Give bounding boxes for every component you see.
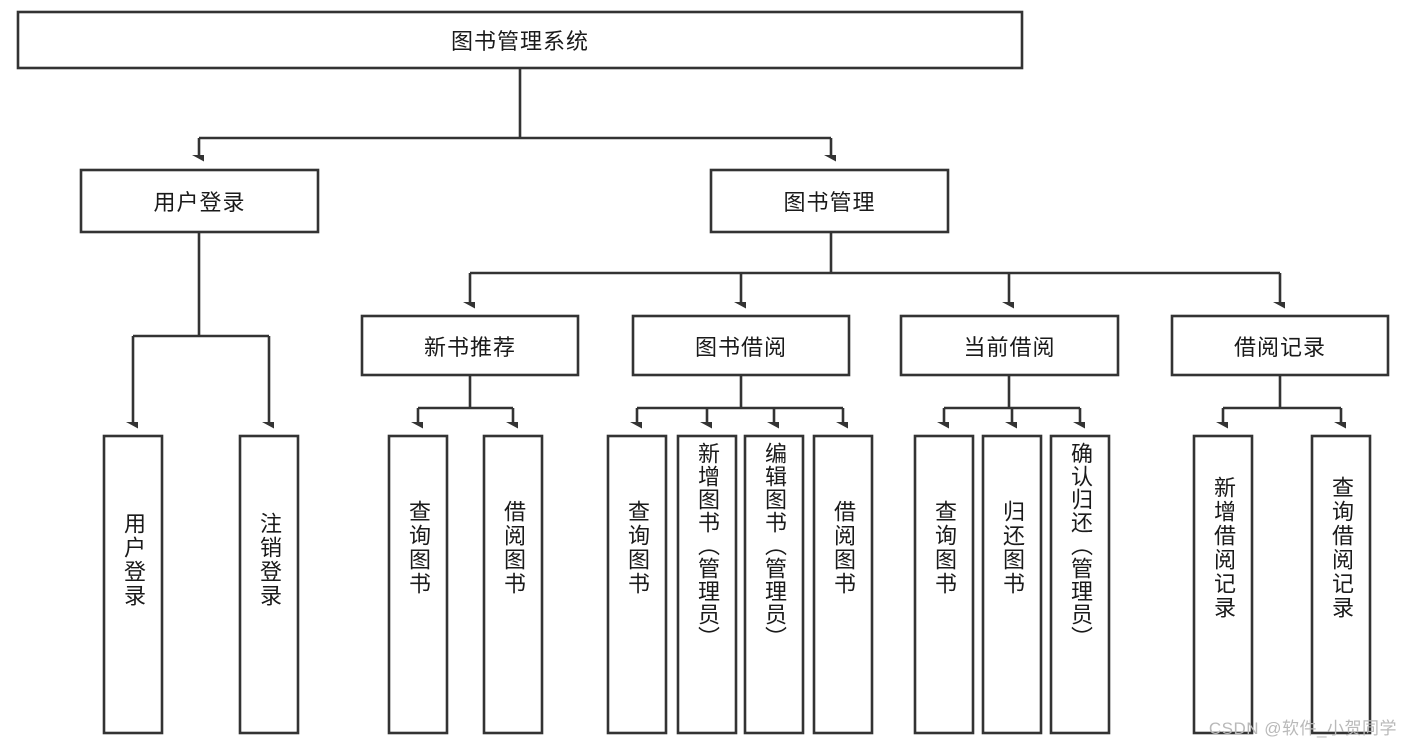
node-box-leaf-return-book[interactable] — [981, 434, 1043, 735]
node-box-leaf-query-borrow-record[interactable] — [1310, 434, 1372, 735]
node-box-leaf-confirm-return-admin[interactable] — [1049, 434, 1111, 735]
connector-book-borrow-to-leaves — [637, 375, 843, 422]
connector-borrow-record-to-leaves — [1223, 375, 1341, 422]
node-box-leaf-add-book-admin[interactable] — [676, 434, 738, 735]
connector-new-book-recommend-to-leaves — [418, 375, 513, 422]
node-box-leaf-borrow-book[interactable] — [812, 434, 874, 735]
node-box-new-book-recommend[interactable] — [360, 314, 580, 377]
connector-root-to-level2 — [199, 68, 831, 155]
connector-user-login-to-leaves — [133, 232, 269, 422]
node-box-leaf-add-borrow-record[interactable] — [1192, 434, 1254, 735]
node-box-leaf-query-book-current[interactable] — [913, 434, 975, 735]
connector-current-borrow-to-leaves — [944, 375, 1080, 422]
node-box-borrow-record[interactable] — [1170, 314, 1390, 377]
node-box-current-borrow[interactable] — [899, 314, 1120, 377]
node-box-root[interactable] — [16, 10, 1024, 70]
node-box-leaf-borrow-book-rec[interactable] — [482, 434, 544, 735]
node-box-leaf-user-login[interactable] — [102, 434, 164, 735]
connector-book-management-to-level3 — [470, 232, 1280, 302]
node-box-book-borrow[interactable] — [631, 314, 851, 377]
node-box-leaf-edit-book-admin[interactable] — [743, 434, 805, 735]
node-box-leaf-query-book-borrow[interactable] — [606, 434, 668, 735]
node-box-leaf-query-book-rec[interactable] — [387, 434, 449, 735]
node-box-book-management[interactable] — [709, 168, 950, 234]
node-box-user-login[interactable] — [79, 168, 320, 234]
node-box-leaf-user-logout[interactable] — [238, 434, 300, 735]
